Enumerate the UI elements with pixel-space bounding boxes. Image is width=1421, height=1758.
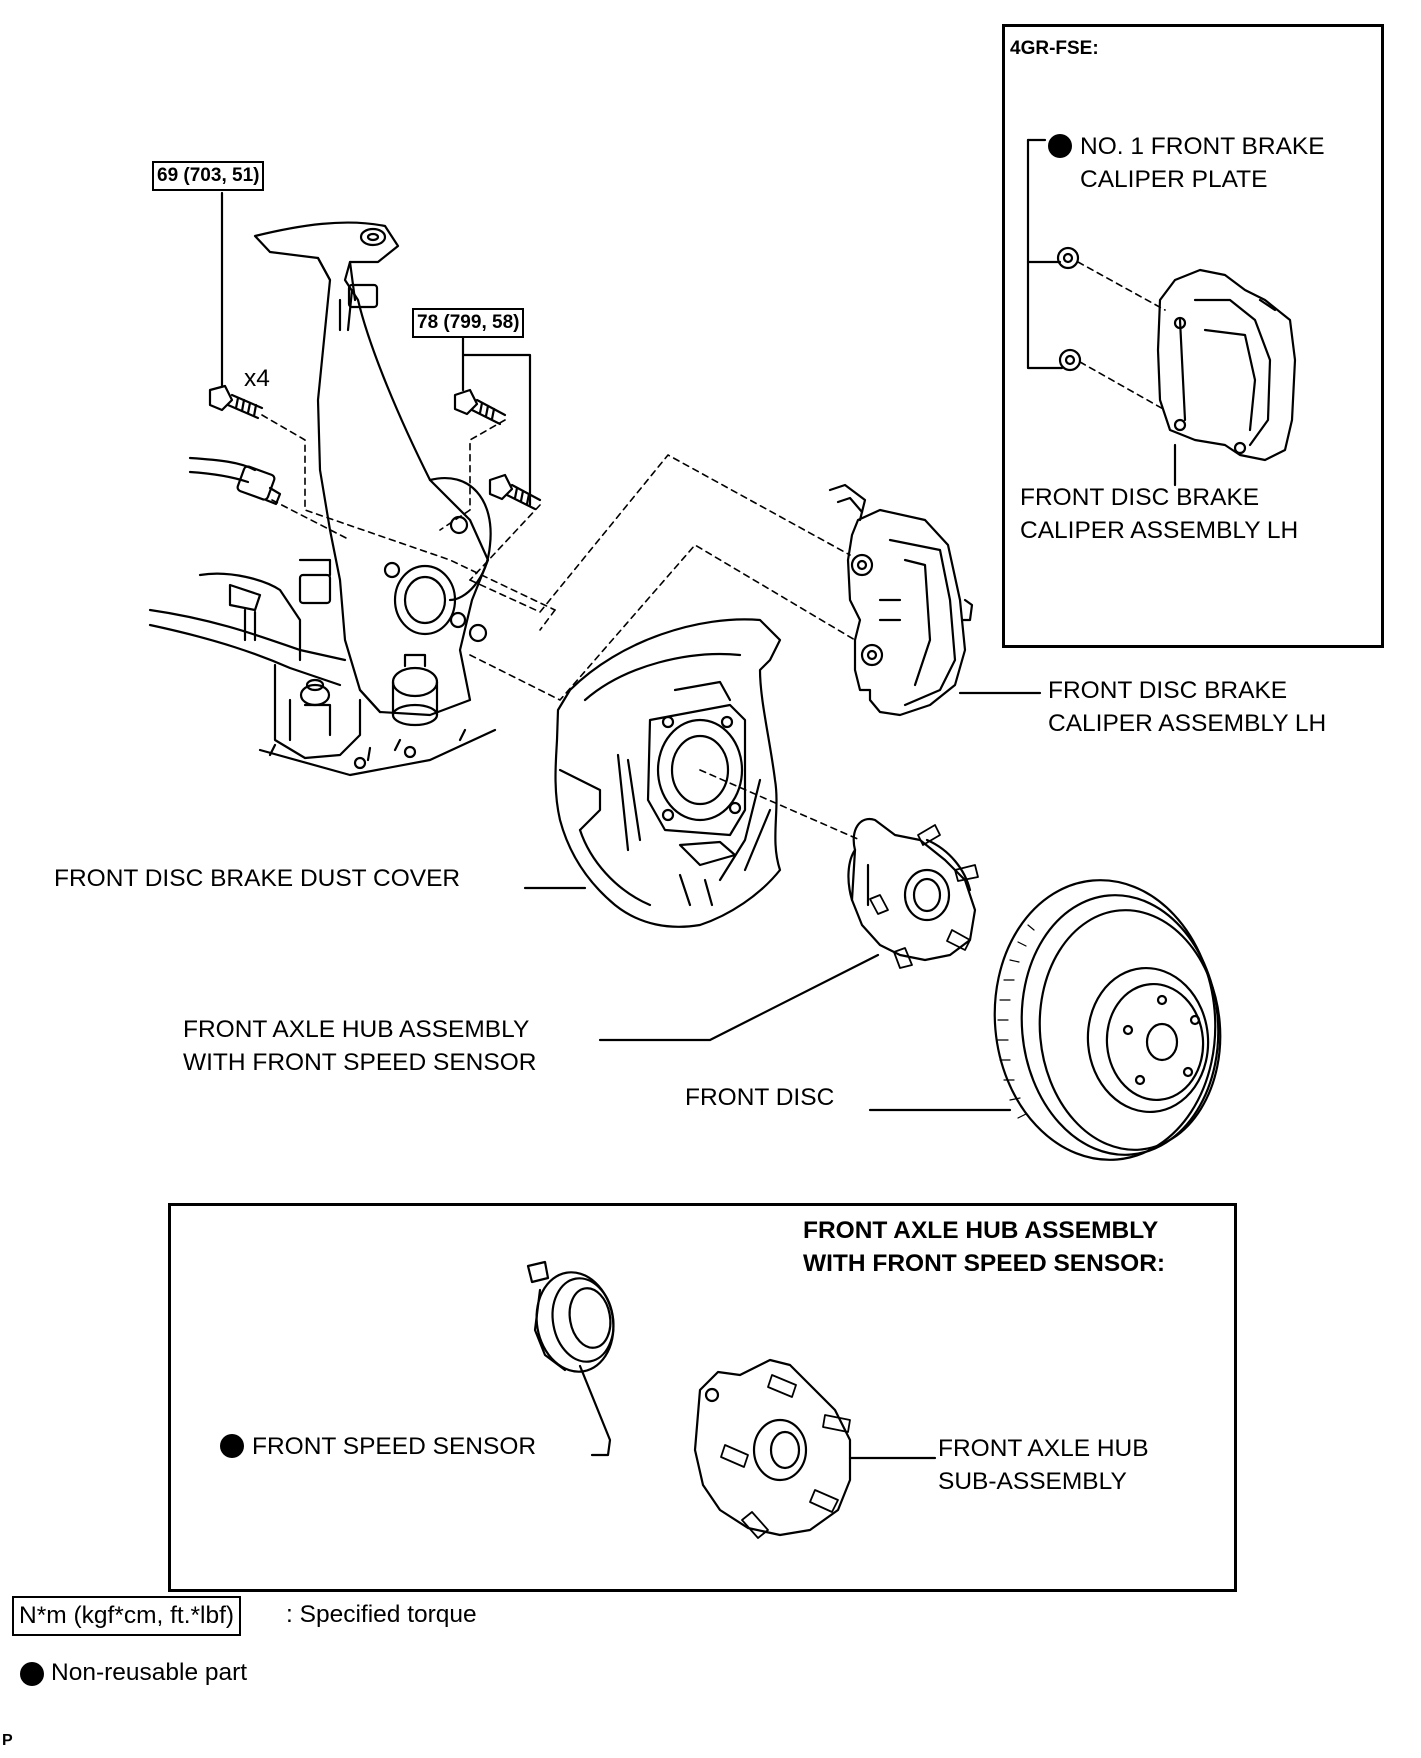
nonreusable-icon bbox=[220, 1434, 244, 1458]
axle-hub bbox=[847, 817, 979, 969]
inset-hub-sub bbox=[693, 1358, 937, 1539]
caliper-bolt-lower bbox=[488, 473, 542, 511]
hub-label-line2: WITH FRONT SPEED SENSOR bbox=[183, 1049, 537, 1076]
legend-nonreusable-label: Non-reusable part bbox=[51, 1659, 248, 1686]
caliper-label-line1: FRONT DISC BRAKE bbox=[1048, 677, 1288, 704]
torque-box-69: 69 (703, 51) bbox=[152, 161, 265, 191]
torque-leader-78 bbox=[461, 328, 532, 507]
inset-4gr-fse bbox=[1002, 24, 1384, 648]
dust-cover bbox=[554, 618, 782, 928]
inset-caliper-label-line1: FRONT DISC BRAKE bbox=[1020, 484, 1260, 511]
speed-sensor-label: FRONT SPEED SENSOR bbox=[252, 1433, 537, 1460]
hub-sub-label-line1: FRONT AXLE HUB bbox=[938, 1435, 1149, 1462]
inset-4gr-fse-title: 4GR-FSE: bbox=[1010, 38, 1099, 59]
inset-speed-sensor bbox=[526, 1260, 615, 1457]
hub-leader bbox=[598, 953, 880, 1042]
torque-box-78: 78 (799, 58) bbox=[412, 308, 525, 338]
bolt-quantity: x4 bbox=[244, 365, 270, 392]
steering-knuckle bbox=[148, 221, 497, 777]
legend-torque-desc: : Specified torque bbox=[286, 1601, 477, 1628]
disc-label: FRONT DISC bbox=[685, 1084, 835, 1111]
inset-hub-title-line2: WITH FRONT SPEED SENSOR: bbox=[803, 1250, 1166, 1277]
nonreusable-icon bbox=[1048, 134, 1072, 158]
plate-label-line2: CALIPER PLATE bbox=[1080, 166, 1268, 193]
legend-nonreusable-icon bbox=[20, 1662, 44, 1686]
corner-mark: P bbox=[2, 1732, 13, 1749]
assembly-dash-lines bbox=[261, 414, 861, 841]
caliper-label-line2: CALIPER ASSEMBLY LH bbox=[1048, 710, 1327, 737]
inset-hub-assembly bbox=[168, 1203, 1237, 1592]
plate-label-line1: NO. 1 FRONT BRAKE bbox=[1080, 133, 1325, 160]
inset-hub-title-line1: FRONT AXLE HUB ASSEMBLY bbox=[803, 1217, 1159, 1244]
dust-cover-label: FRONT DISC BRAKE DUST COVER bbox=[54, 865, 461, 892]
front-disc bbox=[993, 879, 1222, 1161]
brake-caliper bbox=[828, 483, 974, 717]
legend-torque-box: N*m (kgf*cm, ft.*lbf) bbox=[12, 1596, 242, 1636]
inset-caliper-label-line2: CALIPER ASSEMBLY LH bbox=[1020, 517, 1299, 544]
caliper-bolt-upper bbox=[453, 388, 507, 426]
inset-caliper bbox=[1026, 138, 1297, 487]
hub-sub-label-line2: SUB-ASSEMBLY bbox=[938, 1468, 1127, 1495]
hub-label-line1: FRONT AXLE HUB ASSEMBLY bbox=[183, 1016, 530, 1043]
